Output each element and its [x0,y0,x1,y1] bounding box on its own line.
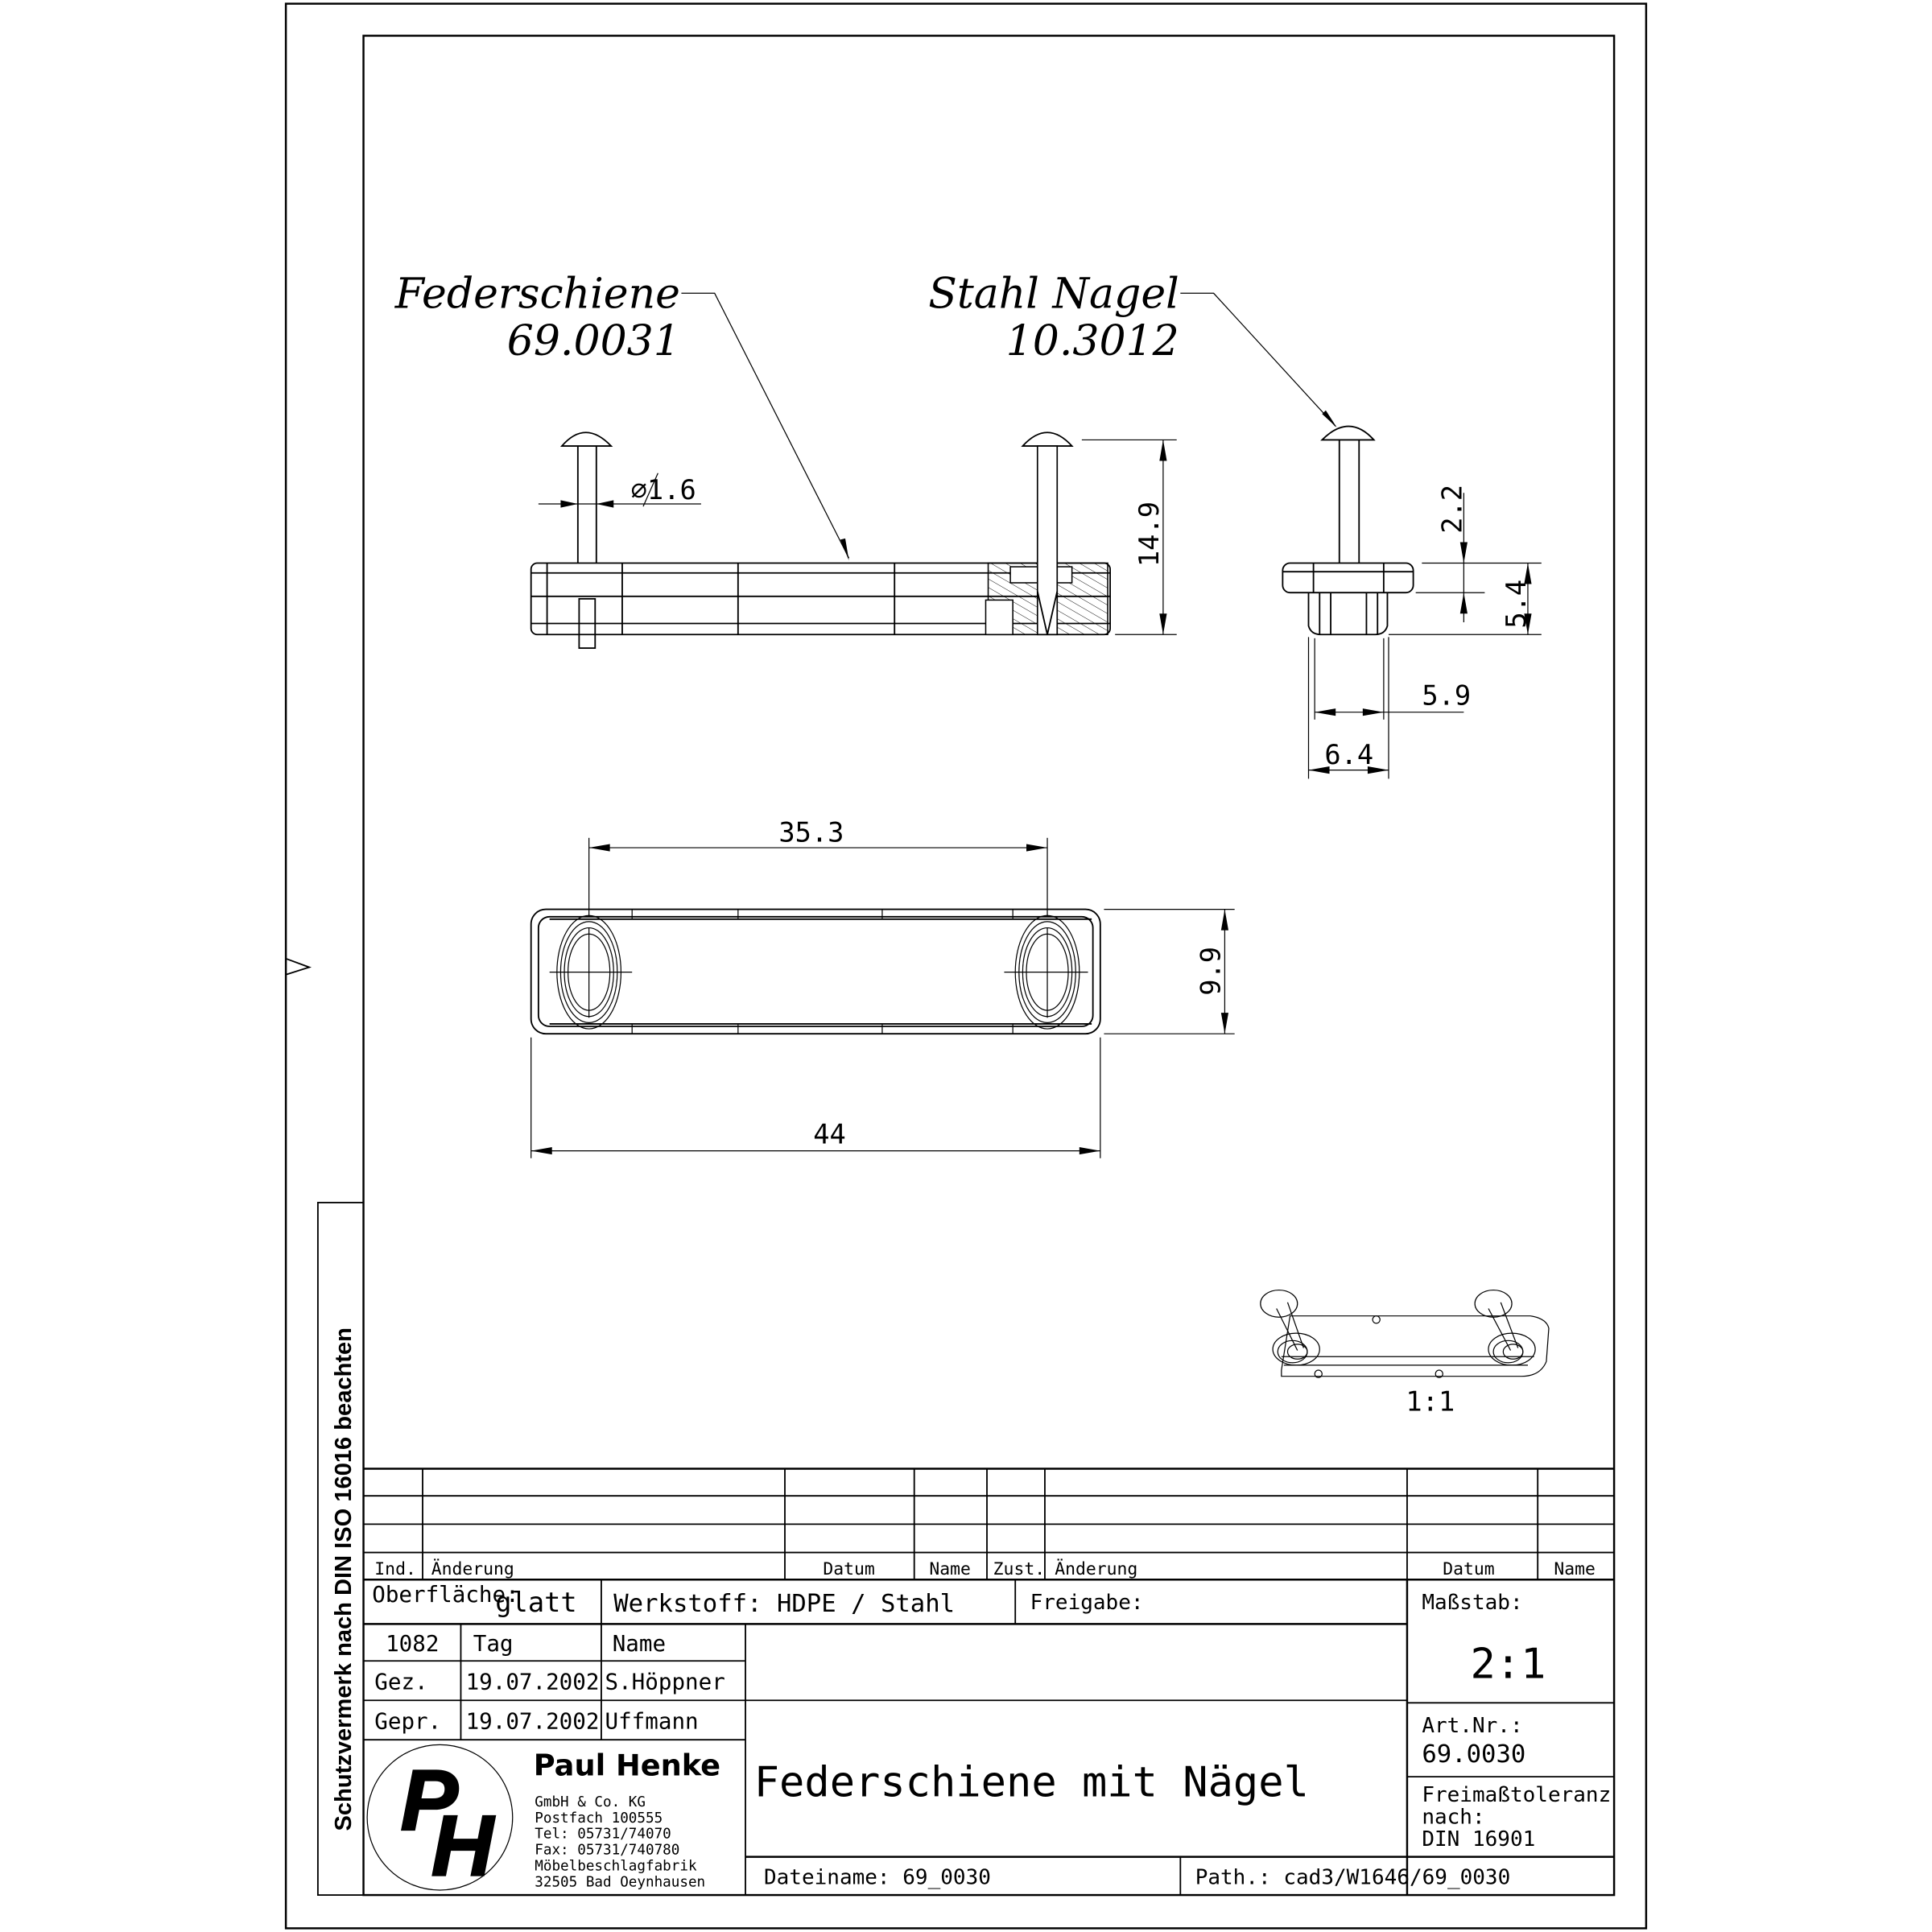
hole-left [549,914,633,1030]
gepr-name: Uffmann [605,1708,699,1734]
gepr-label: Gepr. [374,1708,441,1734]
inner-frame [362,35,1616,1897]
svg-text:69.0031: 69.0031 [507,317,680,365]
dim-total-height: 14.9 [1133,502,1165,567]
gez-name: S.Höppner [605,1669,725,1695]
title-block: Ind. Änderung Datum Name Zust. Änderung … [363,1468,1615,1896]
path: Path.: cad3/W1646/69_0030 [1195,1865,1511,1889]
drawing-number: 1082 [386,1631,439,1657]
dim-outer-width: 6.4 [1324,739,1373,770]
side-note-box [316,1201,365,1896]
tag-label: Tag [473,1631,514,1657]
toleranz-line3: DIN 16901 [1422,1827,1535,1852]
company-line5: Möbelbeschlagfabrik [535,1858,697,1874]
name-label: Name [613,1631,666,1657]
rev-header-zust: Zust. [993,1559,1045,1579]
dim-inner-width: 5.9 [1422,680,1471,712]
dim-head-height: 2.2 [1436,485,1468,534]
rev-header-name: Name [929,1559,971,1579]
oberflaeche-value: glatt [495,1587,576,1618]
side-note: Schutzvermerk nach DIN ISO 16016 beachte… [331,1327,357,1831]
rev-header-aenderung: Änderung [431,1558,514,1579]
rev-header-name-2: Name [1554,1559,1596,1579]
iso-scale-label: 1:1 [1406,1386,1455,1418]
rev-header-datum: Datum [823,1559,874,1579]
side-view: 2.2 5.4 5.9 6.4 [1282,425,1542,779]
dim-rail-height: 5.4 [1501,580,1532,629]
company-line3: Tel: 05731/74070 [535,1827,671,1843]
company-line6: 32505 Bad Oeynhausen [535,1874,705,1890]
company-line1: GmbH & Co. KG [535,1794,646,1810]
dim-rail-length: 44 [813,1118,846,1150]
outer-frame [284,2,1648,1930]
rev-header-aenderung-2: Änderung [1055,1558,1137,1579]
artnr-label: Art.Nr.: [1422,1714,1522,1738]
svg-text:10.3012: 10.3012 [1006,317,1179,365]
massstab-value: 2:1 [1470,1641,1546,1689]
oberflaeche-label: Oberfläche: [372,1582,518,1608]
dateiname: Dateiname: 69_0030 [764,1865,991,1889]
company-line2: Postfach 100555 [535,1810,663,1827]
hole-right [1004,914,1088,1030]
top-view: 35.3 9.9 44 [530,816,1235,1158]
artnr-value: 69.0030 [1422,1740,1525,1769]
rev-header-datum-2: Datum [1443,1559,1494,1579]
gez-label: Gez. [374,1669,427,1695]
dim-rail-width: 9.9 [1195,947,1226,996]
massstab-label: Maßstab: [1422,1591,1522,1615]
dim-nail-diameter: ∅1.6 [631,474,696,506]
logo-letters: P [400,1752,458,1848]
company-logo: P H [366,1744,514,1895]
centering-mark [285,957,312,976]
company-name: Paul Henke [534,1748,720,1783]
federschiene-label: Federschiene 69.0031 [394,270,850,561]
drawing-title: Federschiene mit Nägel [754,1759,1309,1807]
toleranz-line1: Freimaßtoleranz [1422,1783,1611,1807]
iso-view: 1:1 [1260,1289,1550,1418]
gepr-date: 19.07.2002 [466,1708,600,1734]
company-line4: Fax: 05731/740780 [535,1843,679,1859]
front-view: ∅1.6 14.9 [530,431,1177,650]
gez-date: 19.07.2002 [466,1669,600,1695]
freigabe-label: Freigabe: [1030,1591,1144,1615]
dim-hole-spacing: 35.3 [778,816,844,848]
toleranz-line2: nach: [1422,1805,1484,1829]
rev-header-ind: Ind. [374,1559,416,1579]
svg-text:Stahl Nagel: Stahl Nagel [928,270,1179,319]
svg-text:Federschiene: Federschiene [394,270,680,319]
stahl-nagel-label: Stahl Nagel 10.3012 [928,270,1337,428]
werkstoff: Werkstoff: HDPE / Stahl [613,1590,955,1618]
svg-text:H: H [431,1798,496,1894]
